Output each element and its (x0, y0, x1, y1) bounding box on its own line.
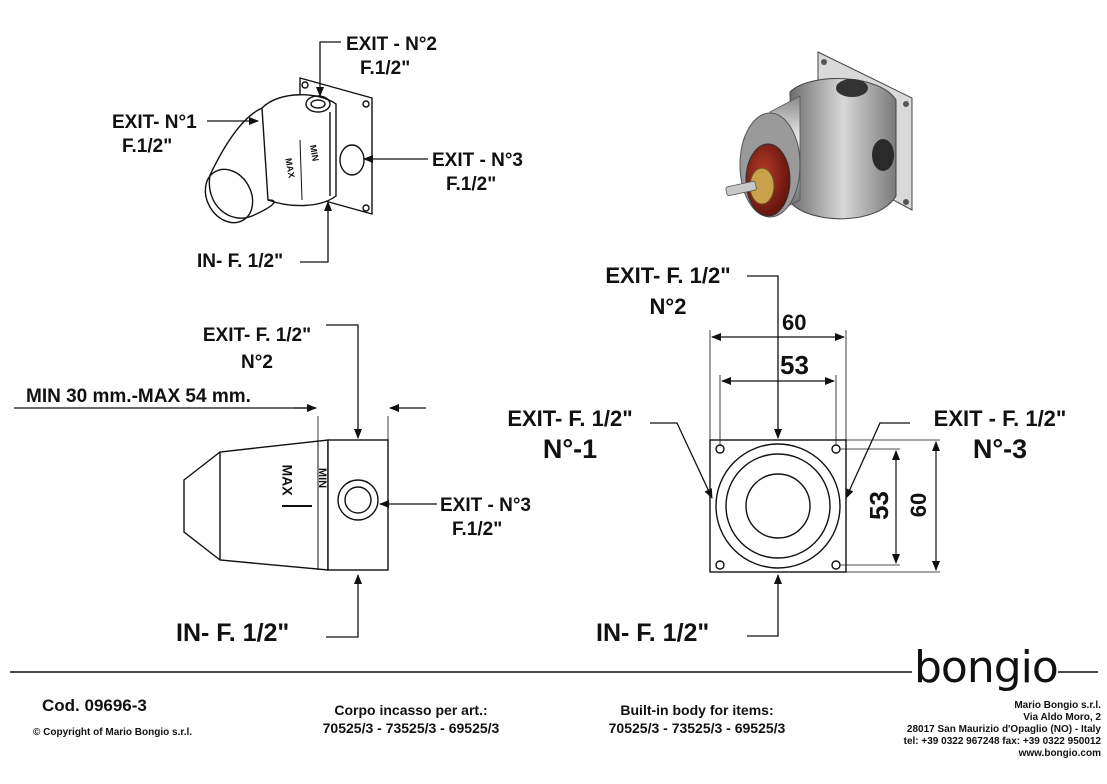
dim-outer-height: 60 (906, 492, 932, 518)
front-leaders (650, 275, 910, 637)
side-leaders (14, 324, 437, 638)
front-exit3-label: EXIT - F. 1/2" N°-3 (918, 405, 1082, 465)
iso-exit2-line2: F.1/2" (360, 58, 411, 79)
iso-exit2-label: EXIT - N°2 F.1/2" (346, 33, 437, 81)
front-inlet-label: IN- F. 1/2" (596, 619, 710, 647)
body-en-line1: Built-in body for items: (620, 702, 774, 718)
dim-inner-height: 53 (863, 491, 894, 520)
iso-exit1-line1: EXIT- N°1 (112, 112, 197, 133)
front-exit1-line2: N°-1 (542, 434, 598, 464)
body-it-line1: Corpo incasso per art.: (334, 702, 488, 718)
front-exit1-label: EXIT- F. 1/2" N°-1 (490, 405, 650, 465)
front-exit2-label: EXIT- F. 1/2" N°2 (588, 260, 748, 322)
depth-range-label: MIN 30 mm.-MAX 54 mm. (26, 386, 251, 407)
body-en-line2: 70525/3 - 73525/3 - 69525/3 (608, 720, 786, 736)
dim-inner-width: 53 (780, 350, 809, 380)
side-exit3-line2: F.1/2" (452, 519, 503, 540)
product-code: Cod. 09696-3 (42, 696, 147, 715)
iso-exit3-label: EXIT - N°3 F.1/2" (432, 149, 523, 197)
iso-exit3-line1: EXIT - N°3 (432, 150, 524, 171)
product-render (725, 51, 913, 220)
iso-exit3-line2: F.1/2" (446, 174, 497, 195)
side-min-mark: MIN (316, 467, 329, 489)
side-exit2-label: EXIT- F. 1/2" N°2 (184, 322, 330, 376)
iso-exit2-line1: EXIT - N°2 (346, 34, 438, 55)
body-it-line2: 70525/3 - 73525/3 - 69525/3 (322, 720, 500, 736)
front-view (709, 330, 940, 573)
front-exit2-line1: EXIT- F. 1/2" (605, 263, 731, 288)
side-exit2-line2: N°2 (241, 352, 273, 373)
front-exit3-line1: EXIT - F. 1/2" (933, 406, 1067, 431)
address-line-city: 28017 San Maurizio d'Opaglio (NO) - Ital… (906, 724, 1101, 735)
side-view (183, 416, 389, 571)
address-line-company: Mario Bongio s.r.l. (1014, 700, 1101, 711)
side-exit3-label: EXIT - N°3 F.1/2" (440, 494, 531, 542)
dim-outer-width: 60 (782, 310, 807, 335)
iso-exit1-label: EXIT- N°1 F.1/2" (112, 111, 197, 159)
iso-exit1-line2: F.1/2" (122, 136, 173, 157)
side-max-mark: MAX (279, 464, 296, 496)
copyright: © Copyright of Mario Bongio s.r.l. (33, 727, 193, 738)
address-line-phone: tel: +39 0322 967248 fax: +39 0322 95001… (903, 736, 1101, 747)
side-exit2-line1: EXIT- F. 1/2" (202, 325, 312, 346)
iso-leaders (207, 41, 428, 263)
address-line-street: Via Aldo Moro, 2 (1023, 712, 1101, 723)
company-address: Mario Bongio s.r.l. Via Aldo Moro, 2 280… (904, 700, 1101, 760)
body-description-en: Built-in body for items: 70525/3 - 73525… (582, 701, 812, 737)
side-exit3-line1: EXIT - N°3 (440, 495, 532, 516)
address-line-web: www.bongio.com (1018, 748, 1101, 759)
brand-logo: bongio (914, 642, 1059, 693)
side-inlet-label: IN- F. 1/2" (176, 619, 290, 647)
iso-inlet-label: IN- F. 1/2" (197, 251, 284, 272)
front-exit3-line2: N°-3 (972, 434, 1028, 464)
body-description-it: Corpo incasso per art.: 70525/3 - 73525/… (296, 701, 526, 737)
front-exit1-line1: EXIT- F. 1/2" (507, 406, 633, 431)
iso-line-view (204, 77, 373, 224)
front-exit2-line2: N°2 (649, 294, 687, 319)
